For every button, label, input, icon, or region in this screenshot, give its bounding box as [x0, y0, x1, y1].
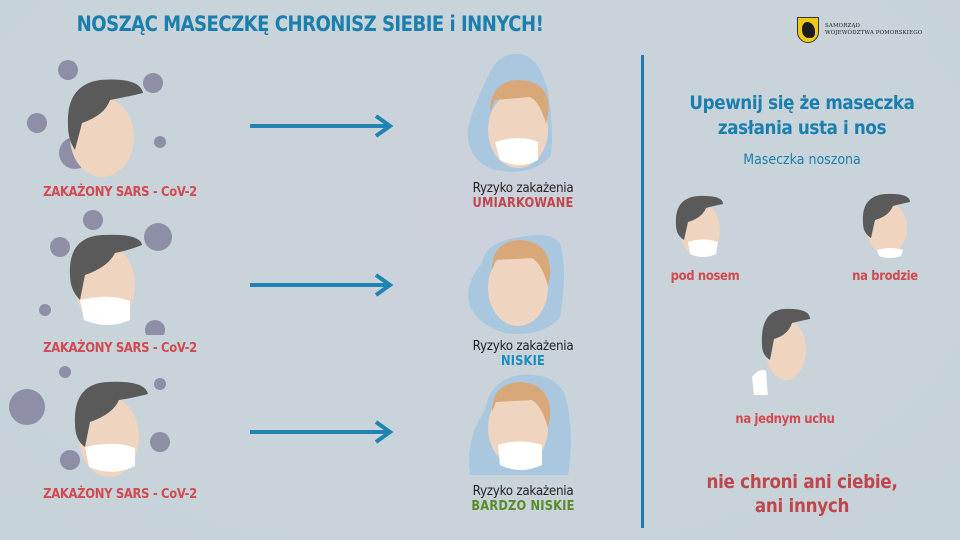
- logo-line1: SAMORZĄD: [825, 23, 861, 29]
- receiver-2-illustration: [460, 228, 580, 338]
- risk-level-low: NISKIE: [500, 354, 546, 369]
- arrow-right-icon: [250, 270, 395, 300]
- virus-icon: [9, 366, 170, 470]
- arrow-right-icon: [250, 111, 395, 141]
- infected-label: ZAKAŻONY SARS - CoV-2: [43, 184, 197, 200]
- right-subheading: Maseczka noszona: [743, 152, 861, 168]
- vertical-divider: [641, 55, 644, 528]
- heading-line2: zasłania usta i nos: [717, 117, 887, 139]
- risk-prefix: Ryzyko zakażenia: [472, 181, 574, 196]
- risk-level-moderate: UMIARKOWANE: [472, 196, 574, 211]
- logo: SAMORZĄD WOJEWÓDZTWA POMORSKIEGO: [797, 17, 922, 43]
- heading-line1: Upewnij się że maseczka: [689, 92, 915, 114]
- mask-under-nose-illustration: [668, 190, 728, 260]
- risk-prefix: Ryzyko zakażenia: [472, 339, 574, 354]
- wrong-way-one-ear: na jednym uchu: [735, 411, 835, 427]
- receiver-3-illustration: [460, 370, 580, 480]
- right-heading: Upewnij się że maseczka zasłania usta i …: [663, 91, 941, 141]
- infected-person-1-illustration: [20, 55, 180, 185]
- risk-level-very-low: BARDZO NISKIE: [471, 499, 575, 514]
- mask-on-one-ear-illustration: [752, 305, 812, 395]
- griffin-coat-of-arms-icon: [797, 17, 819, 43]
- conclusion-line2: ani innych: [754, 495, 850, 517]
- risk-prefix: Ryzyko zakażenia: [472, 484, 574, 499]
- infected-label: ZAKAŻONY SARS - CoV-2: [43, 340, 197, 356]
- wrong-way-under-nose: pod nosem: [670, 268, 740, 284]
- infected-person-3-illustration: [5, 362, 180, 482]
- page-title: NOSZĄC MASECZKĘ CHRONISZ SIEBIE i INNYCH…: [76, 12, 544, 36]
- conclusion-line1: nie chroni ani ciebie,: [706, 471, 898, 493]
- risk-block-3: Ryzyko zakażenia BARDZO NISKIE: [428, 484, 618, 514]
- infected-label: ZAKAŻONY SARS - CoV-2: [43, 486, 197, 502]
- wrong-way-on-chin: na brodzie: [852, 268, 918, 284]
- mask-on-chin-illustration: [855, 190, 915, 260]
- risk-block-2: Ryzyko zakażenia NISKIE: [428, 339, 618, 369]
- receiver-1-illustration: [460, 52, 580, 177]
- logo-line2: WOJEWÓDZTWA POMORSKIEGO: [825, 30, 923, 36]
- infected-person-2-illustration: [20, 205, 180, 335]
- conclusion: nie chroni ani ciebie, ani innych: [663, 470, 941, 518]
- arrow-right-icon: [250, 417, 395, 447]
- risk-block-1: Ryzyko zakażenia UMIARKOWANE: [428, 181, 618, 211]
- virus-icon: [39, 210, 172, 335]
